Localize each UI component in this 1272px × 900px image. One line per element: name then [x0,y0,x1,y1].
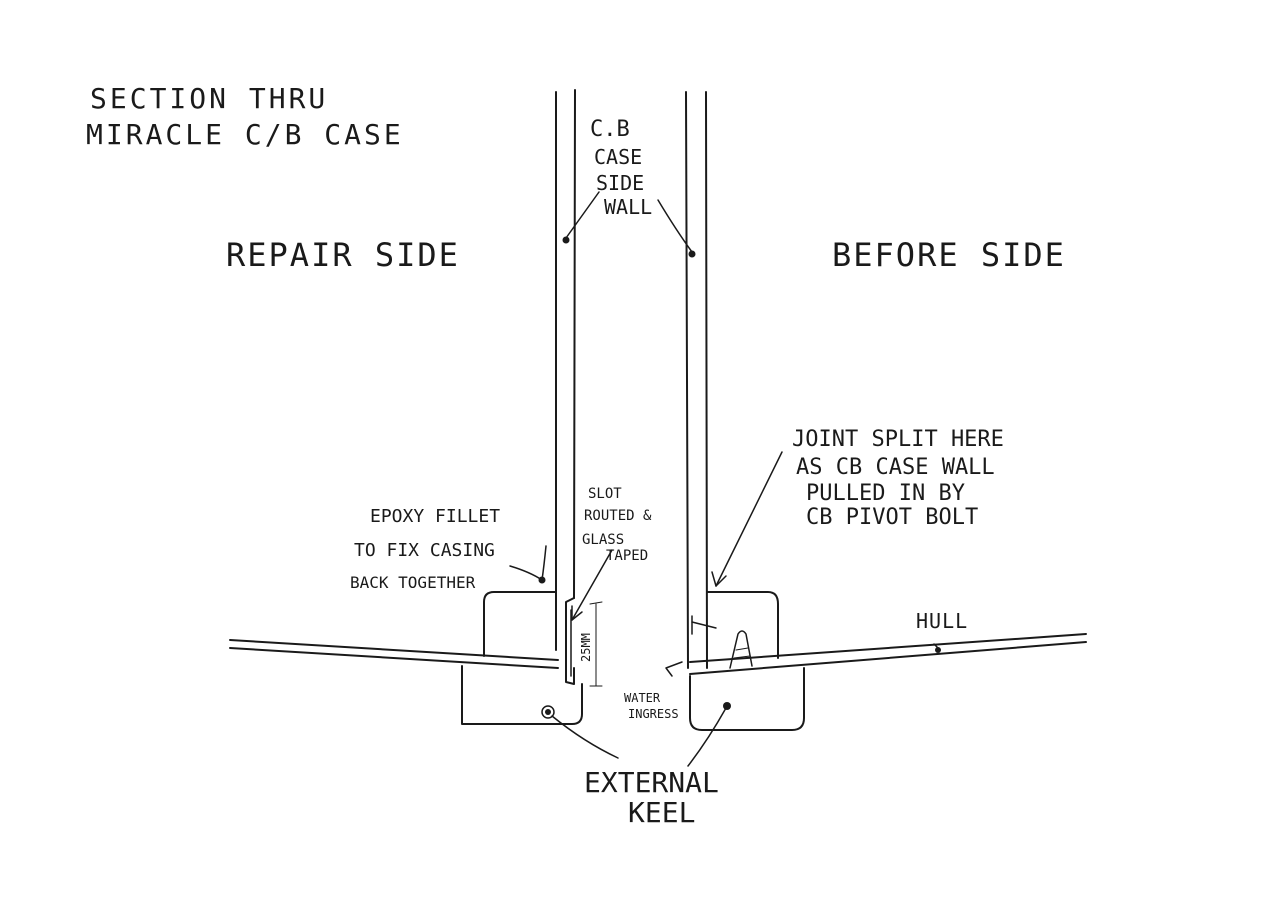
dimension-25mm [589,601,603,687]
joint-gap-marks [691,615,717,635]
cb-case-left-wall [555,89,576,651]
before-side-label: BEFORE SIDE [832,236,1066,274]
epoxy-line-3: BACK TOGETHER [350,573,476,592]
keel-line-1: EXTERNAL [584,766,719,799]
slot-label: SLOT ROUTED & GLASS TAPED [582,486,652,564]
cb-label-line-1: C.B [590,117,630,142]
routed-slot [565,597,575,685]
joint-line-2: AS CB CASE WALL [796,455,995,480]
joint-line-3: PULLED IN BY [806,481,965,506]
slot-line-3: GLASS [582,532,624,548]
slot-line-2: ROUTED & [584,508,652,524]
right-internal-block [707,591,779,669]
joint-line-4: CB PIVOT BOLT [806,505,978,530]
joint-line-1: JOINT SPLIT HERE [792,427,1004,452]
title-line-1: SECTION THRU [90,82,328,115]
right-keel-block [689,667,805,731]
water-ingress-label: WATER INGRESS [624,691,679,721]
epoxy-fillet-label: EPOXY FILLET TO FIX CASING BACK TOGETHER [350,506,500,592]
hull-lines [229,633,1087,675]
left-internal-block [483,591,557,657]
hull-label: HULL [916,609,968,633]
leader-lines [509,191,941,767]
cb-label-line-4: WALL [604,195,652,219]
joint-split-label: JOINT SPLIT HERE AS CB CASE WALL PULLED … [792,427,1004,530]
dimension-label: 25mm [579,633,593,662]
left-keel-block [461,665,583,725]
title-line-2: MIRACLE C/B CASE [86,118,404,151]
cb-label-line-2: CASE [594,145,642,169]
cb-case-right-wall [685,91,708,669]
keel-line-2: KEEL [628,796,695,829]
cb-label-line-3: SIDE [596,171,644,195]
slot-line-4: TAPED [606,548,648,564]
cb-case-side-wall-label: C.B CASE SIDE WALL [590,117,652,219]
epoxy-line-1: EPOXY FILLET [370,506,500,527]
water-line-2: INGRESS [628,707,679,721]
water-line-1: WATER [624,691,661,705]
repair-side-label: REPAIR SIDE [226,236,460,274]
slot-line-1: SLOT [588,486,622,502]
external-keel-label: EXTERNAL KEEL [584,766,719,829]
title-block: SECTION THRU MIRACLE C/B CASE [86,82,404,151]
epoxy-line-2: TO FIX CASING [354,540,495,561]
